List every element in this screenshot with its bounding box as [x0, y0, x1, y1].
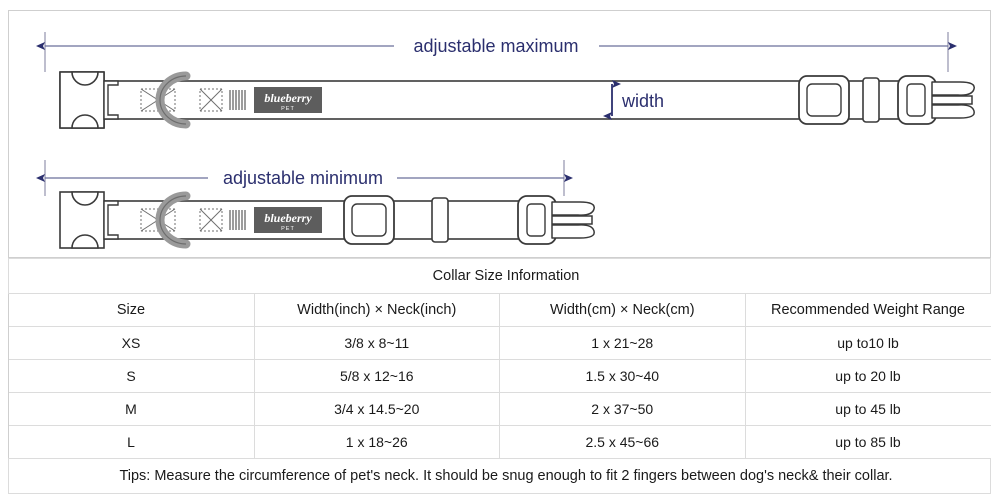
stitch-box-right-min [199, 208, 223, 232]
brand-sub-min: PET [281, 226, 295, 232]
coil-detail-max [229, 90, 246, 110]
table-tips-row: Tips: Measure the circumference of pet's… [8, 458, 991, 494]
male-buckle-slot-max [906, 83, 926, 117]
prong-bottom-max [931, 104, 975, 119]
slider-inner-min [351, 203, 387, 237]
label-adjustable-minimum: adjustable minimum [223, 168, 383, 188]
buckle-tongue-max [103, 80, 119, 120]
collar-minimum-group: adjustable minimum [36, 160, 595, 249]
notch-bottom-fill-max [71, 114, 99, 129]
label-adjustable-maximum: adjustable maximum [413, 36, 578, 56]
collar-diagram-svg: adjustable maximum [36, 32, 975, 249]
notch-top-fill-max [71, 71, 99, 86]
prong-middle-min [551, 215, 593, 225]
cell-inch: 5/8 x 12~16 [253, 359, 500, 393]
d-ring-outline-min [159, 195, 187, 245]
table-row: M 3/4 x 14.5~20 2 x 37~50 up to 45 lb [8, 392, 991, 426]
brand-name-min: blueberry [264, 211, 312, 225]
cell-weight: up to10 lb [745, 326, 991, 360]
collar-maximum-group: adjustable maximum [36, 32, 975, 129]
table-caption-row: Collar Size Information [8, 258, 991, 294]
brand-patch-min [254, 207, 322, 233]
d-ring-outline-max [159, 75, 187, 125]
column-header-inch: Width(inch) × Neck(inch) [253, 293, 500, 327]
cell-size: L [8, 425, 254, 459]
cell-inch: 3/8 x 8~11 [253, 326, 500, 360]
cell-inch: 3/4 x 14.5~20 [253, 392, 500, 426]
cell-cm: 1 x 21~28 [499, 326, 746, 360]
notch-bottom-fill-min [71, 234, 99, 249]
brand-sub-max: PET [281, 106, 295, 112]
column-header-size: Size [8, 293, 254, 327]
cell-size: S [8, 359, 254, 393]
cell-cm: 1.5 x 30~40 [499, 359, 746, 393]
table-row: XS 3/8 x 8~11 1 x 21~28 up to10 lb [8, 326, 991, 360]
prong-top-max [931, 81, 975, 96]
collar-size-table-region: Collar Size Information Size Width(inch)… [8, 258, 991, 494]
strap-max [99, 80, 901, 120]
table-header-row: Size Width(inch) × Neck(inch) Width(cm) … [8, 293, 991, 327]
stitch-box-right-max [199, 88, 223, 112]
cell-weight: up to 20 lb [745, 359, 991, 393]
stitch-cross-d-min [199, 208, 223, 232]
male-buckle-slot-min [526, 203, 546, 237]
tips-text: Tips: Measure the circumference of pet's… [8, 458, 991, 494]
table-row: L 1 x 18~26 2.5 x 45~66 up to 85 lb [8, 425, 991, 459]
cell-weight: up to 45 lb [745, 392, 991, 426]
buckle-tongue-min [103, 200, 119, 240]
prong-bottom-min [551, 224, 595, 239]
brand-name-max: blueberry [264, 91, 312, 105]
cell-cm: 2 x 37~50 [499, 392, 746, 426]
coil-detail-min [229, 210, 246, 230]
stitch-cross-d-max [199, 88, 223, 112]
brand-patch-max [254, 87, 322, 113]
prong-top-min [551, 201, 595, 216]
notch-top-fill-min [71, 191, 99, 206]
keeper-loop-min [431, 197, 449, 243]
cell-weight: up to 85 lb [745, 425, 991, 459]
cell-cm: 2.5 x 45~66 [499, 425, 746, 459]
cell-inch: 1 x 18~26 [253, 425, 500, 459]
cell-size: M [8, 392, 254, 426]
collar-diagram-panel: adjustable maximum [8, 10, 991, 258]
collar-size-table: Collar Size Information Size Width(inch)… [8, 258, 991, 494]
table-caption: Collar Size Information [8, 258, 991, 294]
column-header-weight: Recommended Weight Range [745, 293, 991, 327]
slider-inner-max [806, 83, 842, 117]
label-width: width [621, 91, 664, 111]
table-row: S 5/8 x 12~16 1.5 x 30~40 up to 20 lb [8, 359, 991, 393]
cell-size: XS [8, 326, 254, 360]
column-header-cm: Width(cm) × Neck(cm) [499, 293, 746, 327]
keeper-loop-max [862, 77, 880, 123]
prong-middle-max [931, 95, 973, 105]
